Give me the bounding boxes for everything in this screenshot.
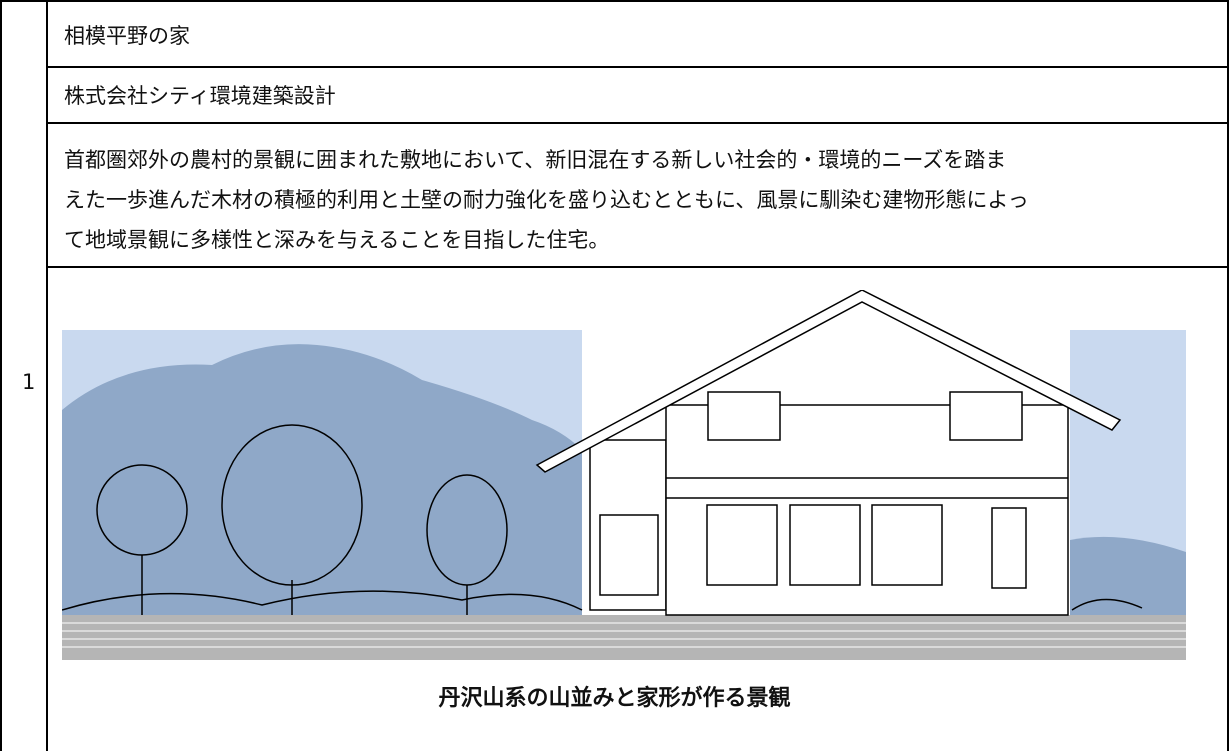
table-right-border — [1227, 0, 1229, 751]
description-line-2: えた一歩進んだ木材の積極的利用と土壁の耐力強化を盛り込むとともに、風景に馴染む建… — [64, 188, 1029, 212]
row-divider-1 — [46, 66, 1229, 68]
trees — [62, 424, 1143, 615]
mountain-right — [1070, 536, 1186, 615]
company-name: 株式会社シティ環境建築設計 — [64, 84, 336, 108]
row-divider-3 — [46, 266, 1229, 268]
elevation-drawing — [62, 290, 1186, 660]
row-divider-2 — [46, 122, 1229, 124]
project-title: 相模平野の家 — [64, 24, 190, 48]
table-top-border — [0, 0, 1229, 2]
ground — [62, 615, 1186, 660]
description-line-1: 首都圏郊外の農村的景観に囲まれた敷地において、新旧混在する新しい社会的・環境的ニ… — [64, 148, 1007, 172]
table-column-divider — [46, 0, 48, 751]
house — [535, 290, 1122, 616]
mountain — [62, 344, 582, 615]
row-number: 1 — [22, 370, 36, 394]
project-description: 首都圏郊外の農村的景観に囲まれた敷地において、新旧混在する新しい社会的・環境的ニ… — [64, 140, 1214, 260]
description-line-3: て地域景観に多様性と深みを与えることを目指した住宅。 — [64, 228, 610, 252]
drawing-caption: 丹沢山系の山並みと家形が作る景観 — [438, 685, 791, 711]
table-left-border — [0, 0, 2, 751]
